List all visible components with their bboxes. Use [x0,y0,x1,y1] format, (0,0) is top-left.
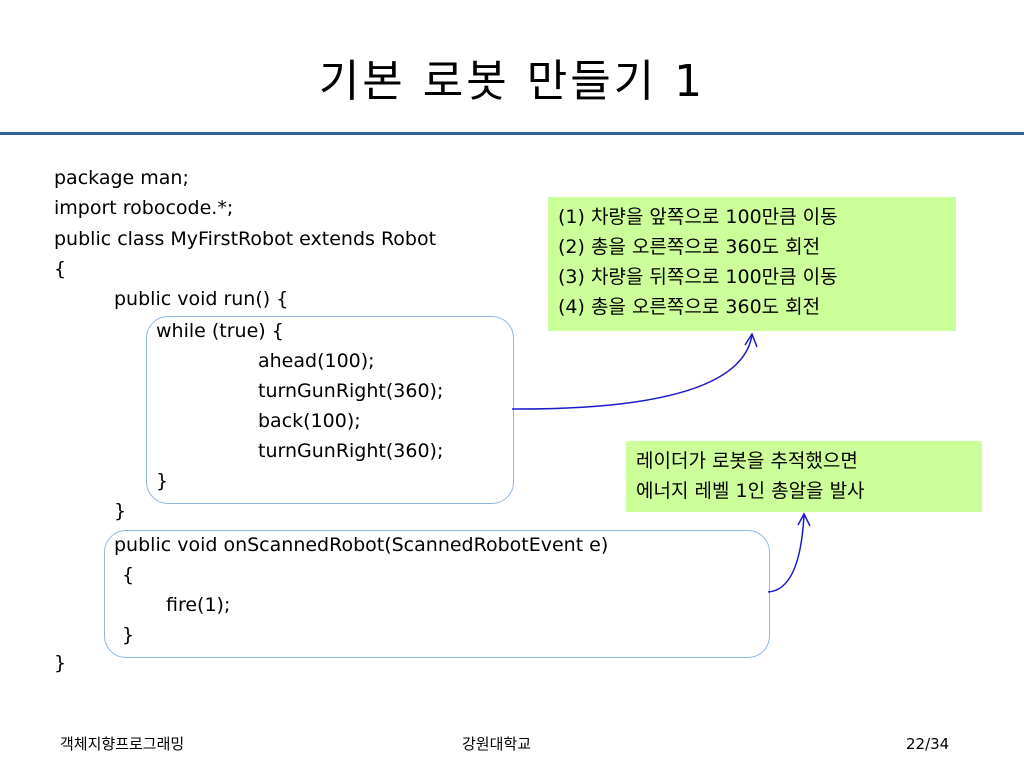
run-steps-note: (1) 차량을 앞쪽으로 100만큼 이동 (2) 총을 오른쪽으로 360도 … [548,197,956,331]
on-scanned-highlight-box [104,530,770,658]
run-loop-arrowhead [744,332,758,348]
scan-note-line-2: 에너지 레벨 1인 총알을 발사 [636,480,865,502]
footer-school-name: 강원대학교 [462,735,532,753]
code-line-turn-gun-2: turnGunRight(360); [258,440,444,462]
run-step-4: (4) 총을 오른쪽으로 360도 회전 [558,296,821,318]
run-step-2: (2) 총을 오른쪽으로 360도 회전 [558,236,821,258]
on-scanned-to-note-arrow [767,514,805,593]
scan-note-line-1: 레이더가 로봇을 추적했으면 [636,450,858,472]
code-line-while: while (true) { [156,320,284,342]
code-line-on-scanned-decl: public void onScannedRobot(ScannedRobotE… [114,534,609,556]
run-loop-highlight-box [146,316,514,504]
footer-page-number: 22/34 [906,735,950,753]
run-step-1: (1) 차량을 앞쪽으로 100만큼 이동 [558,206,838,228]
code-line-turn-gun-1: turnGunRight(360); [258,380,444,402]
code-line-package: package man; [54,167,189,189]
footer-course-name: 객체지향프로그래밍 [60,735,185,753]
code-line-back: back(100); [258,410,361,432]
run-step-3: (3) 차량을 뒤쪽으로 100만큼 이동 [558,266,838,288]
code-line-on-scanned-close: } [122,624,135,646]
run-loop-to-note-arrow [511,334,753,410]
code-line-fire: fire(1); [166,594,231,616]
code-line-run-close: } [114,500,127,522]
title-divider [0,132,1024,135]
on-scanned-arrowhead [797,512,811,527]
code-line-import: import robocode.*; [54,197,234,219]
code-line-class-decl: public class MyFirstRobot extends Robot [54,228,437,250]
code-line-while-close: } [156,470,169,492]
slide-title: 기본 로봇 만들기 1 [318,56,706,107]
scan-note: 레이더가 로봇을 추적했으면 에너지 레벨 1인 총알을 발사 [626,441,982,512]
code-line-run-decl: public void run() { [114,288,289,310]
code-line-on-scanned-open: { [122,564,135,586]
code-line-class-open-brace: { [54,258,67,280]
code-line-ahead: ahead(100); [258,350,375,372]
code-line-class-close: } [54,652,67,674]
